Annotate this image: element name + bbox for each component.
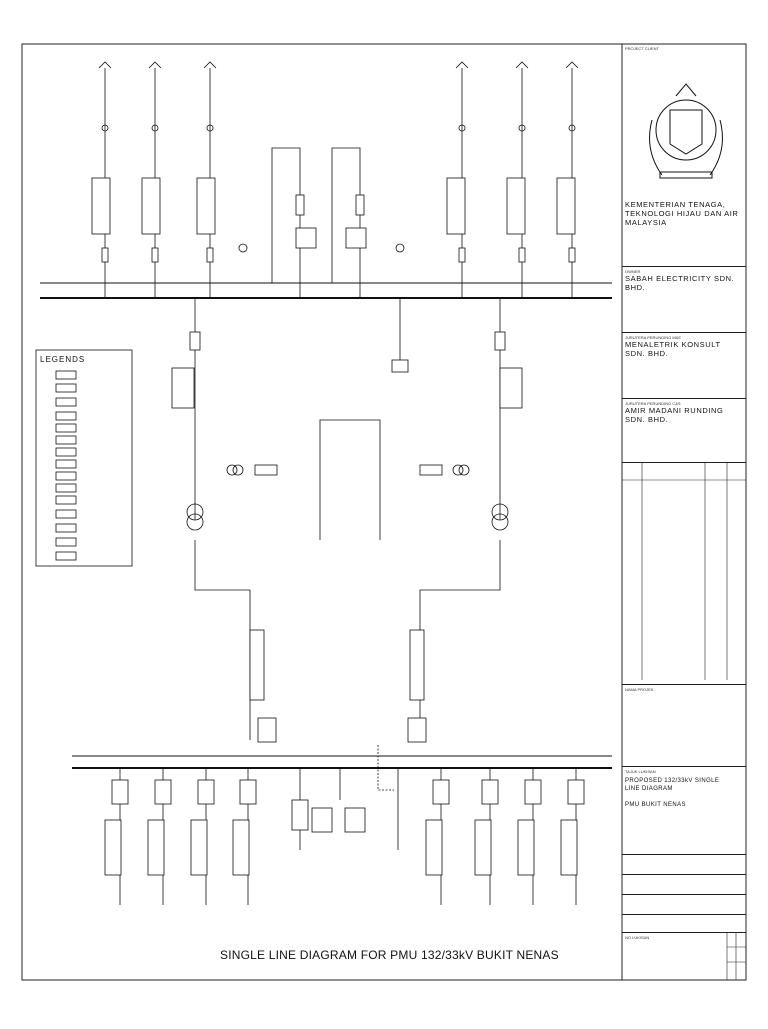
legend-title: LEGENDS <box>40 355 86 364</box>
incoming-feeder-bays <box>91 61 579 298</box>
engineer-cs-section: JURUTERA PERUNDING C&S AMIR MADANI RUNDI… <box>622 398 746 462</box>
drawing-title-label: TAJUK LUKISAN <box>625 769 656 774</box>
engineer-me-label: JURUTERA PERUNDING M&E <box>625 335 682 340</box>
busbar-33kv <box>72 755 612 769</box>
bay-6 <box>556 61 579 298</box>
client-label: PROJECT CLIENT <box>625 46 659 51</box>
owner-section: OWNER SABAH ELECTRICITY SDN. BHD. <box>622 266 746 332</box>
engineer-me-section: JURUTERA PERUNDING M&E MENALETRIK KONSUL… <box>622 332 746 398</box>
revision-table <box>622 462 746 980</box>
project-name-section: NAMA PROJEK <box>622 684 746 766</box>
outgoing-feeders <box>104 745 585 905</box>
drawing-title-section: TAJUK LUKISAN PROPOSED 132/33kV SINGLE L… <box>622 766 746 854</box>
bay-3 <box>196 61 217 298</box>
title-block: PROJECT CLIENT KEMENTERIAN TENAGA, TEKNO… <box>622 44 746 980</box>
field-row-4 <box>622 914 746 932</box>
engineer-cs-label: JURUTERA PERUNDING C&S <box>625 401 681 406</box>
owner-label: OWNER <box>625 269 641 274</box>
transformer-bays <box>171 298 523 743</box>
revision-header <box>622 462 746 480</box>
sheet-border <box>21 43 747 981</box>
bay-4 <box>446 61 469 298</box>
engineer-cs-name: AMIR MADANI RUNDING SDN. BHD. <box>625 406 724 424</box>
field-row-2 <box>622 874 746 894</box>
coat-of-arms-emblem <box>649 83 723 179</box>
busbar-132kv <box>40 282 612 299</box>
legend-box <box>35 349 133 567</box>
field-row-3 <box>622 894 746 914</box>
bus-coupler-bays <box>238 147 405 298</box>
drawing-number-label: NO LUKISAN <box>625 935 650 940</box>
field-row-1 <box>622 854 746 874</box>
owner-name: SABAH ELECTRICITY SDN. BHD. <box>625 274 735 292</box>
drawing-title-line3: PMU BUKIT NENAS <box>625 802 686 808</box>
drawing-title-line2: LINE DIAGRAM <box>625 786 673 792</box>
bay-2 <box>141 61 162 298</box>
bay-1 <box>91 61 112 298</box>
project-name-label: NAMA PROJEK <box>625 687 654 692</box>
bay-5 <box>506 61 529 298</box>
drawing-title-line1: PROPOSED 132/33kV SINGLE <box>625 778 720 784</box>
client-section: PROJECT CLIENT KEMENTERIAN TENAGA, TEKNO… <box>622 44 746 227</box>
drawing-number-section: NO LUKISAN <box>622 932 746 980</box>
engineer-me-name: MENALETRIK KONSULT SDN. BHD. <box>625 340 721 358</box>
ministry-name: KEMENTERIAN TENAGA, TEKNOLOGI HIJAU DAN … <box>625 200 739 227</box>
diagram-title: SINGLE LINE DIAGRAM FOR PMU 132/33kV BUK… <box>220 948 559 962</box>
